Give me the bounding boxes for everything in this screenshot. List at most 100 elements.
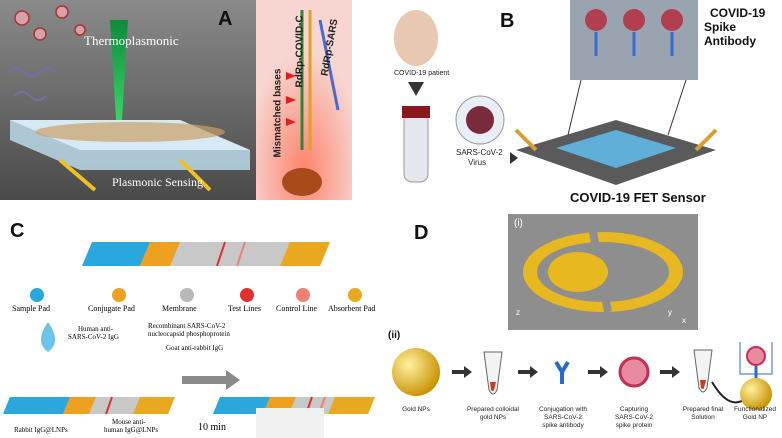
lfa-strip-bottom-right [213,396,375,415]
panel-b: B COVID-19 patient SARS-CoV-2 Virus COVI… [356,0,782,208]
legend-label: Sample Pad [12,304,50,313]
tube-liquid [490,382,496,391]
step-label-line: Conjugation with [538,406,588,413]
goat-label: Goat anti-rabbit IgG [166,344,224,352]
functionalized-gold-np [740,378,772,410]
sub-ii-label: (ii) [388,330,401,341]
dna-strands [300,10,340,150]
plasmonic-sensing-label: Plasmonic Sensing [112,175,204,189]
panel-c: C Sample Pad Conjugate Pad Membrane Test… [0,212,380,438]
zoom-lines [567,79,687,136]
virus-particle [466,106,494,134]
mismatched-bases-label: Mismatched bases [272,68,284,158]
electrodes [514,128,718,152]
step-label-line: Capturing [619,406,649,413]
axis-y-label: y [668,308,672,317]
lfa-strip-bottom-left [3,396,175,415]
rna-strand [7,67,57,77]
arrow-right-icon [182,370,240,390]
spike-antibody-label-line1: COVID-19 [710,6,766,20]
panel-d: D (i) z y x (ii) [384,212,782,438]
step-label-line: Solution [691,414,715,421]
arrow-right-icon [452,366,472,378]
antibody-icon [554,360,570,384]
recombinant-label-line1: Recombinant SARS-CoV-2 [148,322,226,330]
legend-swatch [240,288,254,302]
virus-label-line2: Virus [468,158,487,167]
step-label-line: Prepared final [682,406,724,413]
legend-label: Absorbent Pad [328,304,376,313]
axis-x-label: x [682,316,686,325]
dna-illustration [256,0,352,200]
arrow-down-icon [408,82,424,96]
step-label-line: Prepared colloidal [466,406,520,413]
virus-spike-icon [618,356,650,388]
rna-strand [13,91,47,101]
legend-label: Conjugate Pad [88,304,135,313]
step-label-line: spike protein [615,422,653,429]
legend-swatch [296,288,310,302]
sub-i-label: (i) [514,218,523,229]
legend-label: Membrane [162,304,197,313]
sample-drop [41,322,55,352]
time-label: 10 min [198,422,227,433]
light-arrows [58,158,212,192]
human-igg-label-line2: SARS-CoV-2 IgG [68,333,119,341]
laser-beam [110,20,128,120]
arrow-right-icon [510,152,518,164]
legend-swatch [348,288,362,302]
panel-c-letter: C [10,220,25,242]
functionalization-workflow [392,342,773,410]
step-label-line: Functionalized [734,406,776,413]
virus-spike-icon [746,346,766,366]
thermoplasmonic-label: Thermoplasmonic [84,33,179,48]
axis-z-label: z [516,308,520,317]
spike-antibody-icons [585,9,683,56]
lfa-strip-top [82,241,330,267]
sample-tube [403,111,429,183]
panel-a-letter: A [218,8,233,30]
legend-swatch [30,288,44,302]
tube-icon [483,351,503,395]
spr-structure-panel: (i) z y x [508,214,698,330]
panel-b-illustration [394,0,718,185]
virus-label-line1: SARS-CoV-2 [456,148,503,157]
spike-antibody-label-line2: Spike Antibody [704,20,756,48]
tube-icon [693,349,713,393]
gold-nanoparticle [392,348,440,396]
arrow-right-icon [588,366,608,378]
panel-d-letter: D [414,222,429,244]
virus-particles [14,5,86,41]
step-label-line: Gold NPs [402,406,430,413]
panel-a-illustration [0,0,256,200]
legend: Sample Pad Conjugate Pad Membrane Test L… [6,288,380,318]
legend-label: Test Lines [228,304,261,313]
arrow-right-icon [518,366,538,378]
gold-crescent-structure [523,231,683,313]
graphene-channel [556,130,676,168]
step-label-line: SARS-CoV-2 [544,414,582,421]
panel-c-illustration [3,241,375,438]
legend-swatch [112,288,126,302]
rabbit-label: Rabbit IgG@LNPs [14,426,68,434]
result-blank-box [256,408,324,438]
step-label: Gold NPs [392,406,440,414]
legend-swatch [180,288,194,302]
step-label-line: gold NPs [479,414,507,421]
fet-sensor-label: COVID-19 FET Sensor [570,190,706,205]
gold-nanoparticle [282,168,322,196]
legend-label: Control Line [276,304,318,313]
human-igg-label-line1: Human anti- [78,325,114,333]
panel-a: A Thermoplasmonic Plasmonic Sensing [0,0,256,200]
tube-cap [402,106,430,118]
tube-liquid [700,380,706,389]
step-label-line: spike antibody [542,422,584,429]
panel-b-letter: B [500,10,515,32]
mouse-label-line2: human IgG@LNPs [104,426,159,434]
step-label-line: SARS-CoV-2 [615,414,653,421]
